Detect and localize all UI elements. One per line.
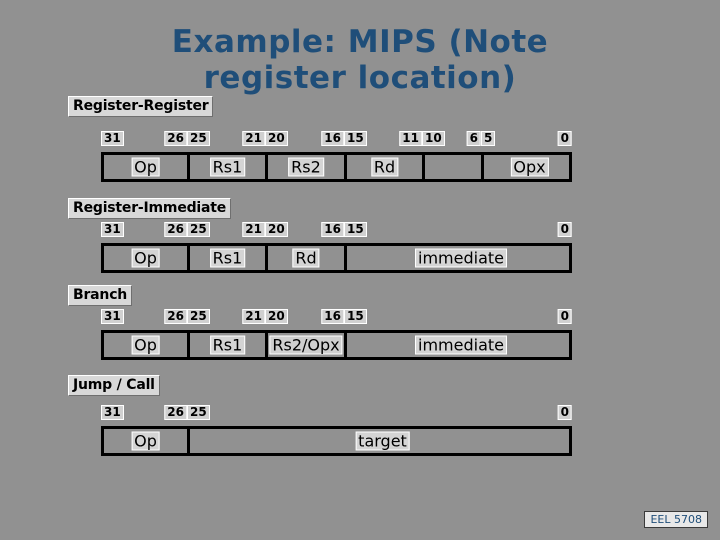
instruction-field-label: Op (131, 335, 160, 355)
bit-label: 31 (101, 309, 124, 324)
section-header-branch: Branch (68, 285, 133, 306)
bit-label: 25 (187, 309, 210, 324)
bit-label: 16 (321, 131, 344, 146)
bit-label: 5 (481, 131, 496, 146)
bit-label: 20 (265, 131, 288, 146)
bit-label: 6 (466, 131, 481, 146)
instruction-bar-register-immediate: Op Rs1 Rd immediate (101, 243, 572, 273)
instruction-field-label: Rs1 (209, 157, 246, 177)
bit-label: 11 (399, 131, 422, 146)
instruction-bar-register-register: Op Rs1 Rs2 Rd Opx (101, 152, 572, 182)
bit-label: 26 (164, 309, 187, 324)
instruction-field-label: Rs2 (288, 157, 324, 177)
bit-label: 10 (422, 131, 445, 146)
bit-label: 25 (187, 405, 210, 420)
bit-label: 15 (344, 222, 367, 237)
footer-badge: EEL 5708 (644, 511, 708, 528)
bit-label: 25 (187, 222, 210, 237)
instruction-field: Op (104, 333, 190, 357)
section-header-jump-call: Jump / Call (68, 375, 160, 396)
page-title: Example: MIPS (Note register location) (0, 24, 720, 96)
instruction-field: immediate (347, 246, 575, 270)
instruction-field (425, 155, 484, 179)
page-title-line-1: Example: MIPS (Note (171, 24, 549, 60)
instruction-field-label: target (355, 431, 410, 451)
instruction-field: Op (104, 155, 190, 179)
instruction-field-label: Rd (370, 157, 399, 177)
instruction-field: target (190, 429, 575, 453)
bit-label: 16 (321, 309, 344, 324)
instruction-field-label: Rs2/Opx (269, 335, 343, 355)
instruction-field: immediate (347, 333, 575, 357)
page-title-line-2: register location) (203, 60, 517, 96)
instruction-field-label: Op (131, 248, 160, 268)
section-header-register-immediate: Register-Immediate (68, 198, 232, 219)
instruction-field-label: Rd (292, 248, 320, 268)
bit-label: 20 (265, 222, 288, 237)
bit-label: 26 (164, 131, 187, 146)
instruction-field: Rs1 (190, 333, 268, 357)
bit-label: 26 (164, 405, 187, 420)
instruction-field-label: immediate (415, 335, 507, 355)
bit-label: 25 (187, 131, 210, 146)
bit-label: 15 (344, 131, 367, 146)
bit-label: 26 (164, 222, 187, 237)
instruction-field-label: immediate (415, 248, 507, 268)
instruction-field: Op (104, 429, 190, 453)
instruction-field: Rs2/Opx (268, 333, 347, 357)
bit-label: 16 (321, 222, 344, 237)
bit-label: 21 (242, 131, 265, 146)
instruction-field-label: Rs1 (209, 248, 246, 268)
bit-label: 0 (557, 309, 572, 324)
bit-label: 0 (557, 131, 572, 146)
instruction-bar-branch: Op Rs1 Rs2/Opx immediate (101, 330, 572, 360)
bit-label: 31 (101, 405, 124, 420)
instruction-field-label: Op (131, 157, 160, 177)
instruction-field: Rs1 (190, 246, 268, 270)
instruction-bar-jump-call: Op target (101, 426, 572, 456)
bit-label: 0 (557, 405, 572, 420)
bit-label: 15 (344, 309, 367, 324)
instruction-field-label: Op (131, 431, 160, 451)
bit-label: 21 (242, 222, 265, 237)
instruction-field: Rd (347, 155, 425, 179)
bit-label: 31 (101, 131, 124, 146)
instruction-field-label: Rs1 (209, 335, 246, 355)
instruction-field: Rd (268, 246, 347, 270)
bit-label: 21 (242, 309, 265, 324)
instruction-field-label: Opx (510, 157, 549, 177)
instruction-field: Rs1 (190, 155, 268, 179)
instruction-field: Opx (484, 155, 575, 179)
bit-label: 20 (265, 309, 288, 324)
bit-label: 0 (557, 222, 572, 237)
instruction-field: Rs2 (268, 155, 347, 179)
bit-label: 31 (101, 222, 124, 237)
instruction-field: Op (104, 246, 190, 270)
section-header-register-register: Register-Register (68, 96, 214, 117)
